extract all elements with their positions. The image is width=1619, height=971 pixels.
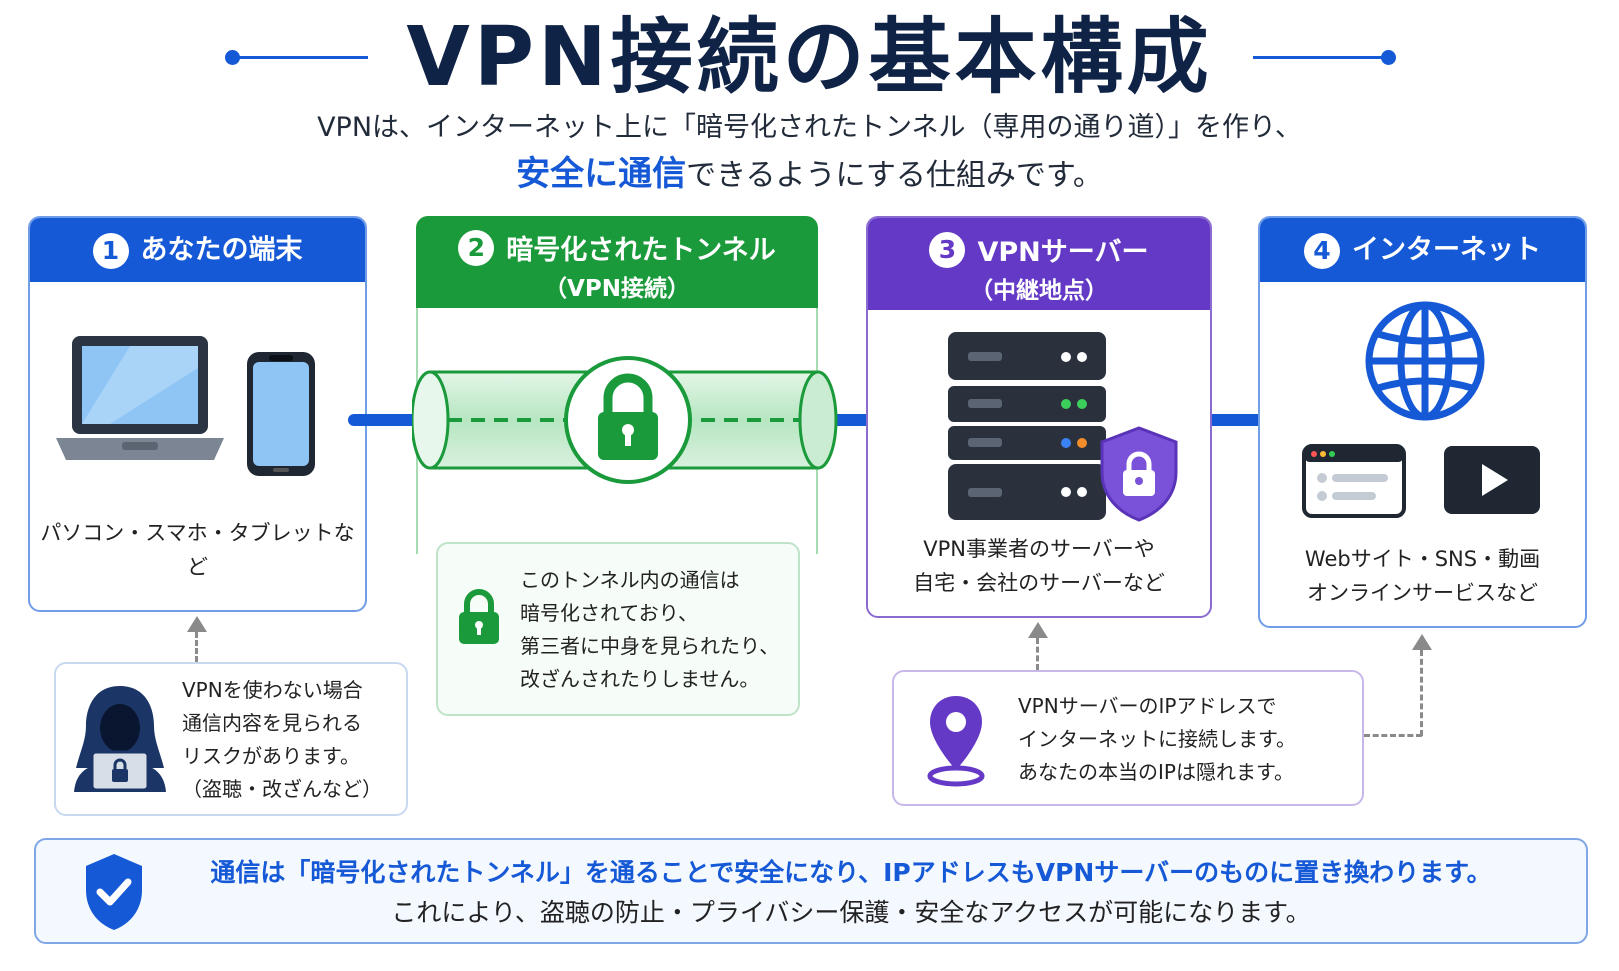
internet-caption-2: オンラインサービスなど [1307, 581, 1538, 605]
page-title: VPN接続の基本構成 [406, 10, 1213, 105]
step-number: 1 [92, 232, 129, 269]
title-decoration-left [225, 50, 368, 65]
browser-icon [1302, 444, 1406, 518]
subtitle-line2-rest: できるようにする仕組みです。 [686, 158, 1103, 193]
internet-caption-1: Webサイト・SNS・動画 [1304, 547, 1541, 571]
padlock-icon [459, 589, 499, 644]
arrow-head-device [187, 616, 207, 632]
step-sublabel: （中継地点） [970, 278, 1108, 304]
ip-text-3: あなたの本当のIPは隠れます。 [1018, 760, 1294, 784]
globe-icon [1365, 301, 1485, 421]
no-vpn-risk-note: VPNを使わない場合 通信内容を見られる リスクがあります。 （盗聴・改ざんなど… [54, 662, 408, 816]
video-play-icon [1444, 446, 1540, 514]
device-caption: パソコン・スマホ・タブレットなど [40, 521, 355, 579]
step-label: VPNサーバー [977, 237, 1149, 268]
step-label: 暗号化されたトンネル [506, 235, 776, 266]
arrow-ip-to-internet-h [1364, 734, 1422, 737]
summary-line2: これにより、盗聴の防止・プライバシー保護・安全なアクセスが可能になります。 [391, 898, 1311, 927]
title-decoration-right [1253, 50, 1396, 65]
step-number: 2 [458, 229, 495, 266]
server-caption-2: 自宅・会社のサーバーなど [913, 571, 1165, 595]
tunnel-info-note: このトンネル内の通信は 暗号化されており、 第三者に中身を見られたり、 改ざんさ… [436, 542, 800, 716]
step-label: あなたの端末 [140, 234, 303, 266]
no-vpn-text-2: 通信内容を見られる [182, 711, 362, 735]
no-vpn-text-3: リスクがあります。 [182, 744, 360, 768]
tunnel-text-2: 暗号化されており、 [520, 601, 698, 625]
step-vpn-server-panel: 3 VPNサーバー （中継地点） VPN事業者のサーバーや 自宅・会社のサーバーな… [866, 216, 1212, 618]
no-vpn-text-4: （盗聴・改ざんなど） [182, 777, 382, 801]
step-label: インターネット [1352, 234, 1541, 266]
smartphone-icon [247, 352, 315, 476]
shield-check-icon [86, 854, 142, 930]
shield-lock-icon [1100, 426, 1178, 522]
arrow-head-server [1028, 622, 1048, 638]
arrow-risk-to-device [195, 632, 198, 662]
step-number: 3 [929, 231, 966, 268]
hacker-icon [74, 686, 166, 792]
tunnel-graphic [412, 356, 838, 484]
step-device-header: 1 あなたの端末 [30, 218, 365, 282]
summary-banner: 通信は「暗号化されたトンネル」を通ることで安全になり、IPアドレスもVPNサーバ… [34, 838, 1588, 944]
subtitle-highlight: 安全に通信 [516, 154, 687, 194]
ip-text-2: インターネットに接続します。 [1018, 727, 1296, 751]
step-number: 4 [1304, 232, 1340, 269]
summary-line1: 通信は「暗号化されたトンネル」を通ることで安全になり、IPアドレスもVPNサーバ… [210, 858, 1492, 887]
step-sublabel: （VPN接続） [544, 276, 690, 302]
step-device-panel: 1 あなたの端末 パソコン・スマホ・タブレットなど [28, 216, 367, 612]
no-vpn-text-1: VPNを使わない場合 [182, 678, 363, 702]
step-internet-panel: 4 インターネット Webサイト・SNS・動画 オンラインサービスなど [1258, 216, 1587, 628]
tunnel-text-1: このトンネル内の通信は [520, 568, 740, 592]
arrow-head-internet [1412, 634, 1432, 650]
laptop-icon [56, 336, 224, 460]
padlock-icon [598, 373, 658, 460]
server-icon [948, 332, 1106, 520]
step-tunnel-header: 2 暗号化されたトンネル （VPN接続） [416, 216, 818, 308]
location-pin-icon [927, 696, 985, 787]
arrow-ip-to-internet-v [1420, 650, 1423, 736]
server-caption-1: VPN事業者のサーバーや [923, 537, 1155, 561]
subtitle-line2: 安全に通信できるようにする仕組みです。 [0, 152, 1619, 198]
subtitle-line1: VPNは、インターネット上に「暗号化されたトンネル（専用の通り道）」を作り、 [317, 112, 1302, 143]
ip-info-note: VPNサーバーのIPアドレスで インターネットに接続します。 あなたの本当のIP… [892, 670, 1364, 806]
step-internet-header: 4 インターネット [1260, 218, 1585, 282]
tunnel-text-3: 第三者に中身を見られたり、 [520, 634, 780, 658]
connector-server-internet [1193, 414, 1275, 426]
step-server-header: 3 VPNサーバー （中継地点） [868, 218, 1210, 310]
step-tunnel-panel: 2 暗号化されたトンネル （VPN接続） [416, 216, 818, 554]
tunnel-text-4: 改ざんされたりしません。 [520, 667, 760, 691]
arrow-ip-to-server [1036, 638, 1039, 670]
ip-text-1: VPNサーバーのIPアドレスで [1018, 694, 1277, 718]
